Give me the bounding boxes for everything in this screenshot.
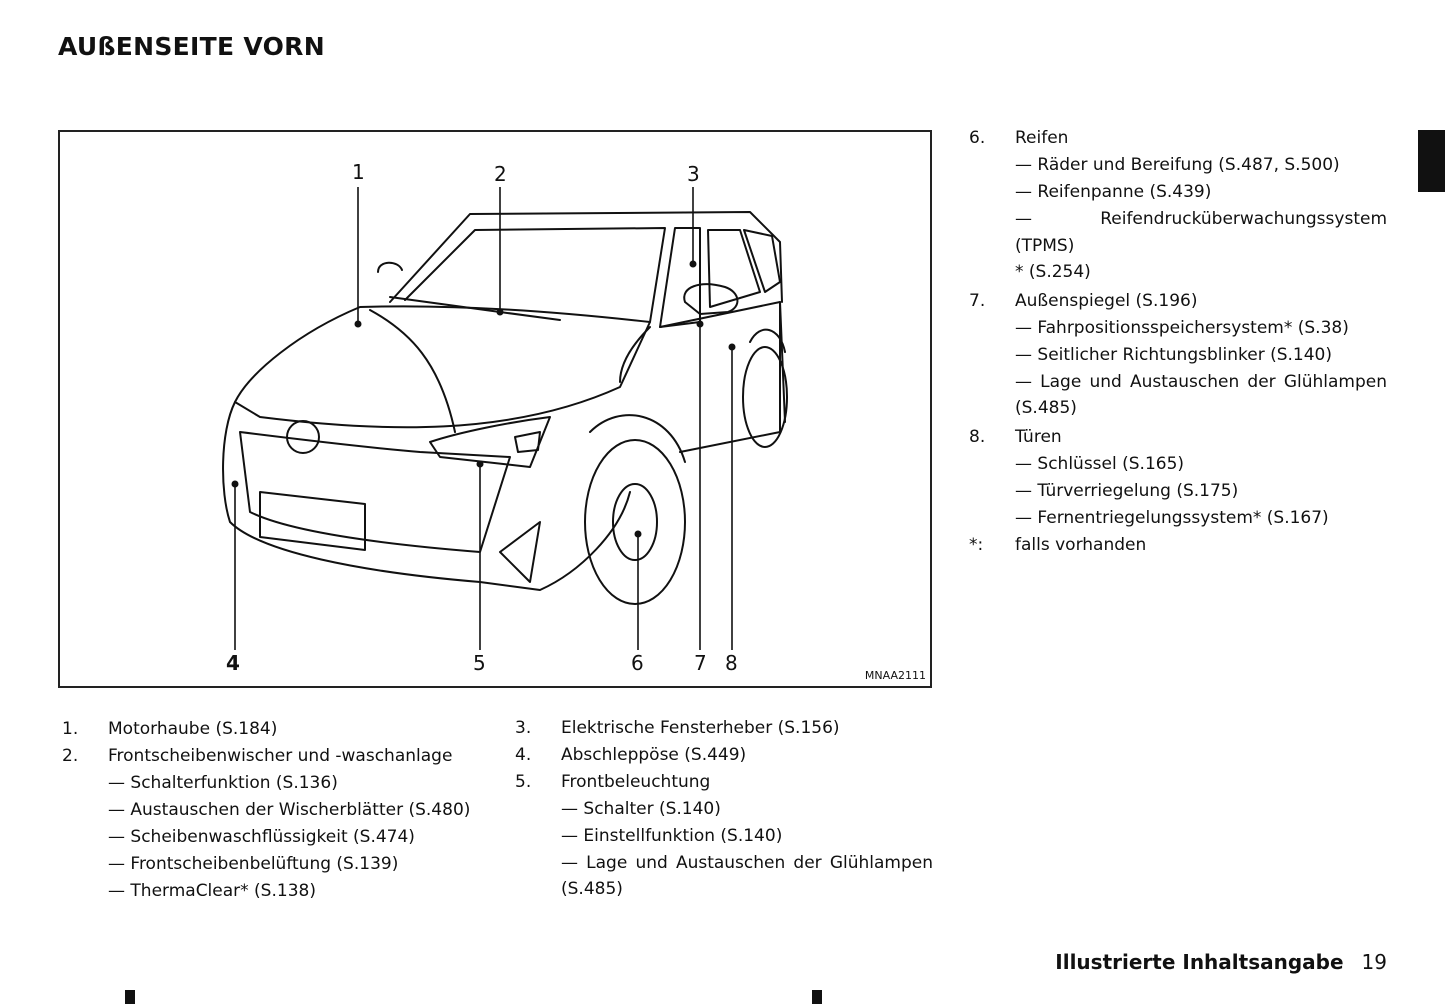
windshield-outline (404, 227, 666, 323)
front-wheel-arch (589, 414, 686, 463)
sub-item: — Schlüssel (S.165) (1015, 454, 1185, 474)
list-item: 1. Motorhaube (S.184) (62, 716, 482, 743)
footnote-marker: *: (969, 535, 984, 555)
sub-item: — Frontscheibenbelüftung (S.139) (108, 854, 399, 874)
headlight-outline (429, 416, 551, 468)
list-item: 7. Außenspiegel (S.196) (969, 288, 1387, 315)
callout-3: 3 (687, 162, 700, 186)
crop-mark-left (125, 990, 135, 1004)
item-number: 6. (969, 128, 986, 148)
side-window-front (707, 229, 761, 308)
callout-8: 8 (725, 651, 738, 675)
list-item: 5. Frontbeleuchtung (515, 769, 933, 796)
front-wheel-tire (584, 439, 686, 605)
lower-intake (499, 521, 541, 583)
car-roof-outline (389, 211, 783, 303)
sub-item: — Schalter (S.140) (561, 799, 721, 819)
item-number: 7. (969, 291, 986, 311)
sub-item: — Fernentriegelungssystem* (S.167) (1015, 508, 1329, 528)
front-door-panel (659, 301, 781, 453)
front-wheel-hub (612, 483, 658, 561)
item-label: Frontbeleuchtung (561, 772, 711, 792)
door-gap (779, 301, 786, 423)
callout-6: 6 (631, 651, 644, 675)
page-footer: Illustrierte Inhaltsangabe 19 (1055, 950, 1387, 974)
callout-4: 4 (226, 651, 240, 675)
middle-parts-list: 3. Elektrische Fensterheber (S.156) 4. A… (515, 715, 933, 901)
callout-1: 1 (352, 160, 365, 184)
footer-section-title: Illustrierte Inhaltsangabe (1055, 950, 1344, 974)
side-window-rear (743, 229, 781, 293)
item-label: Elektrische Fensterheber (S.156) (561, 718, 840, 738)
item-label: Türen (1015, 427, 1062, 447)
sub-item: — Scheibenwaschflüssigkeit (S.474) (108, 827, 415, 847)
sub-item-continued: (S.485) (561, 879, 623, 899)
sub-item: — Reifendrucküberwachungssystem (TPMS) (1015, 209, 1387, 256)
item-label: Motorhaube (S.184) (108, 719, 278, 739)
list-item: 3. Elektrische Fensterheber (S.156) (515, 715, 933, 742)
item-label: Abschleppöse (S.449) (561, 745, 747, 765)
hood-crease-left (369, 309, 456, 433)
item-label: Außenspiegel (S.196) (1015, 291, 1198, 311)
sub-item: — Türverriegelung (S.175) (1015, 481, 1239, 501)
item-number: 4. (515, 745, 532, 765)
fog-lamp-box (514, 431, 541, 453)
sub-item: — Reifenpanne (S.439) (1015, 182, 1212, 202)
footnote-item: *: falls vorhanden (969, 532, 1387, 559)
figure-code: MNAA2111 (864, 669, 926, 682)
page-title: AUßENSEITE VORN (58, 32, 325, 61)
item-number: 8. (969, 427, 986, 447)
car-front-drawing: 1 2 3 4 5 6 7 8 (222, 160, 788, 675)
item-number: 5. (515, 772, 532, 792)
page-number: 19 (1361, 950, 1387, 974)
sub-item: — Austauschen der Wischerblätter (S.480) (108, 800, 471, 820)
callout-7: 7 (694, 651, 707, 675)
crop-mark-middle (812, 990, 822, 1004)
item-number: 3. (515, 718, 532, 738)
callout-5: 5 (473, 651, 486, 675)
left-parts-list: 1. Motorhaube (S.184) 2. Frontscheibenwi… (62, 716, 482, 905)
sub-item: — Schalterfunktion (S.136) (108, 773, 338, 793)
list-item: 6. Reifen (969, 125, 1387, 152)
hood-outline (234, 305, 651, 429)
license-plate (259, 491, 366, 551)
sub-item: — Lage und Austauschen der Glühlampen (561, 853, 933, 873)
rear-wheel-arch (749, 328, 786, 353)
sub-item: — Lage und Austauschen der Glühlampen (1015, 372, 1387, 392)
sub-item: — Fahrpositionsspeichersystem* (S.38) (1015, 318, 1349, 338)
sub-item: — Seitlicher Richtungsblinker (S.140) (1015, 345, 1332, 365)
car-illustration-figure: 1 2 3 4 5 6 7 8 MNAA2111 (58, 130, 932, 688)
item-number: 1. (62, 719, 79, 739)
item-label: Reifen (1015, 128, 1069, 148)
mirror-left (377, 261, 403, 273)
bumper-outline (222, 401, 631, 591)
badge-circle (286, 420, 320, 454)
sub-item-continued: (S.485) (1015, 398, 1077, 418)
list-item: 2. Frontscheibenwischer und -waschanlage (62, 743, 482, 770)
item-number: 2. (62, 746, 79, 766)
right-parts-list: 6. Reifen — Räder und Bereifung (S.487, … (969, 125, 1387, 559)
section-tab-marker (1418, 130, 1445, 192)
callout-2: 2 (494, 162, 507, 186)
wiper-line (389, 296, 561, 321)
grille-outline (239, 431, 511, 553)
rear-wheel-tire (742, 346, 788, 448)
footnote-label: falls vorhanden (1015, 535, 1147, 555)
side-mirror (683, 283, 739, 315)
hood-crease-right (619, 326, 651, 383)
a-pillar (659, 227, 701, 328)
item-label: Frontscheibenwischer und -waschanlage (108, 746, 453, 766)
sub-item-continued: * (S.254) (1015, 262, 1091, 282)
sub-item: — ThermaClear* (S.138) (108, 881, 316, 901)
list-item: 4. Abschleppöse (S.449) (515, 742, 933, 769)
list-item: 8. Türen (969, 424, 1387, 451)
sub-item: — Räder und Bereifung (S.487, S.500) (1015, 155, 1340, 175)
sub-item: — Einstellfunktion (S.140) (561, 826, 783, 846)
